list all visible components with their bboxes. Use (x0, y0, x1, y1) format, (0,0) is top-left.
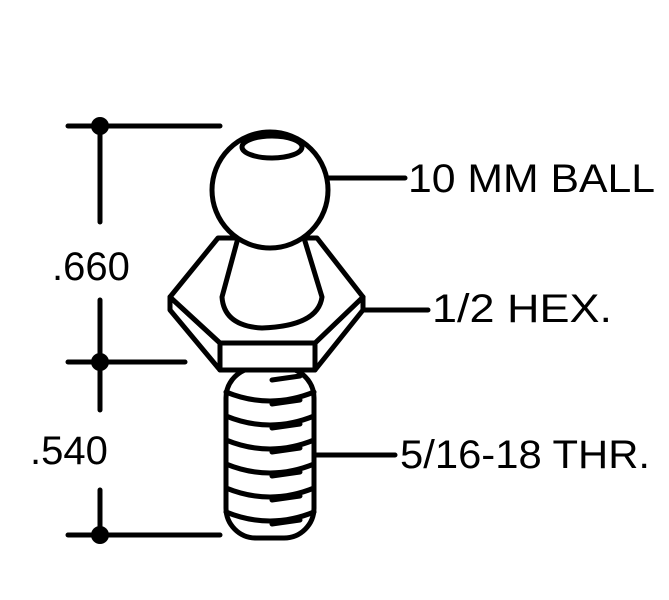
dimension-dot-middle (91, 353, 109, 371)
ball (209, 129, 331, 251)
dimension-upper-label: .660 (52, 245, 130, 289)
ball-neck (219, 235, 325, 331)
dimension-lines (65, 117, 223, 544)
callout-thread: 5/16-18 THR. (400, 433, 650, 477)
dimension-dot-bottom (91, 526, 109, 544)
dimension-dot-top (91, 117, 109, 135)
callout-hex: 1/2 HEX. (432, 287, 612, 331)
thread (223, 365, 317, 541)
dimension-lower-label: .540 (30, 429, 108, 473)
callout-ball: 10 MM BALL (408, 157, 655, 201)
